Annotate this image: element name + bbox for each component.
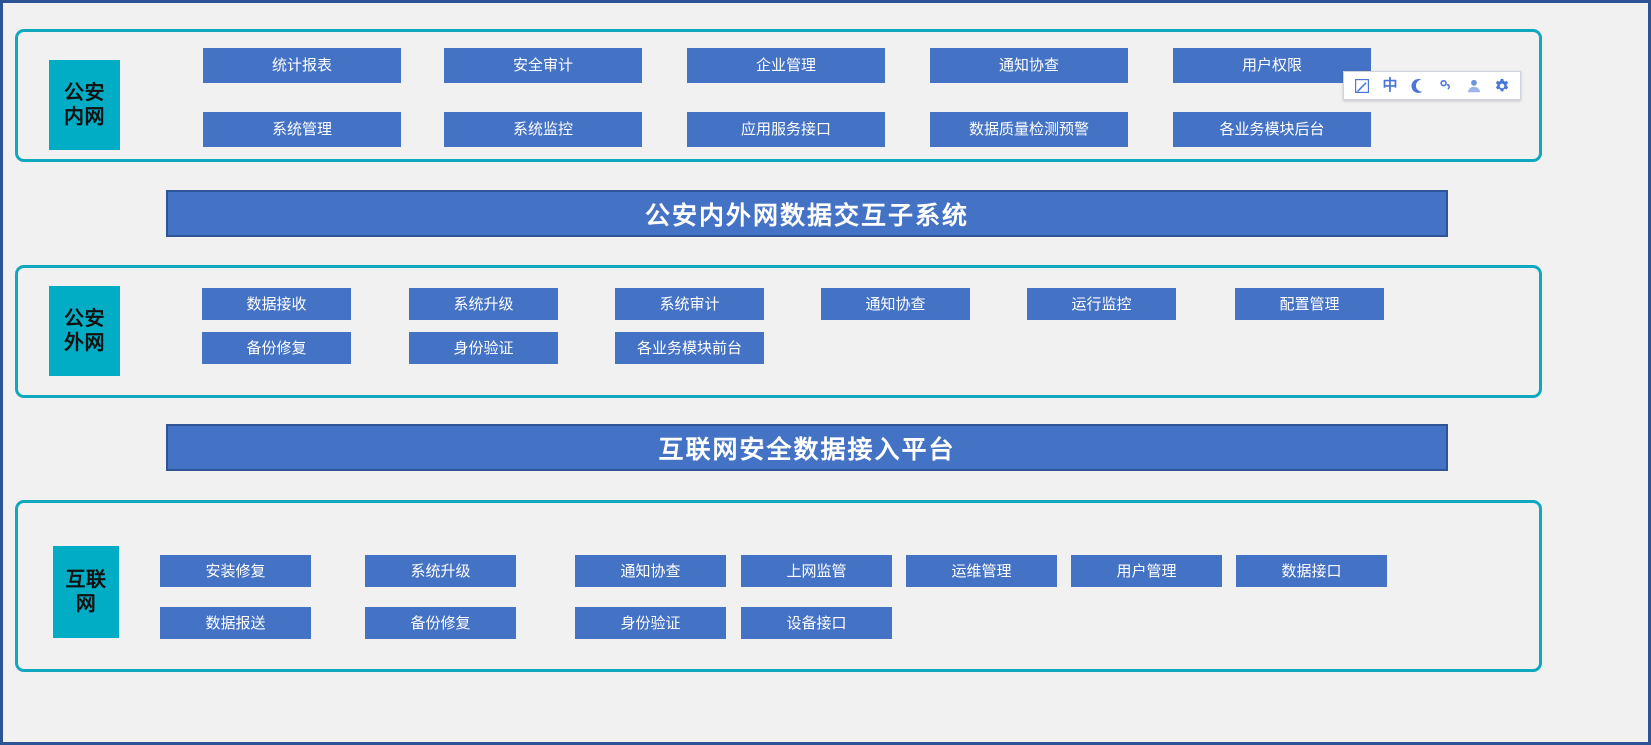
- module-button[interactable]: 身份验证: [575, 607, 726, 639]
- punctuation-icon[interactable]: [1437, 77, 1455, 95]
- half-width-moon-icon[interactable]: [1409, 77, 1427, 95]
- module-button[interactable]: 通知协查: [930, 48, 1128, 83]
- module-button[interactable]: 备份修复: [202, 332, 351, 364]
- settings-gear-icon[interactable]: [1493, 77, 1511, 95]
- ime-floating-toolbar[interactable]: 中: [1343, 71, 1521, 100]
- module-button[interactable]: 数据报送: [160, 607, 311, 639]
- module-button[interactable]: 通知协查: [575, 555, 726, 587]
- module-button[interactable]: 系统管理: [203, 112, 401, 147]
- network-label-line: 外网: [64, 330, 105, 354]
- network-label-internet: 互联 网: [53, 546, 119, 638]
- module-button[interactable]: 备份修复: [365, 607, 516, 639]
- module-button[interactable]: 数据接收: [202, 288, 351, 320]
- module-button[interactable]: 身份验证: [409, 332, 558, 364]
- network-label-line: 互联: [65, 567, 107, 592]
- module-button[interactable]: 通知协查: [821, 288, 970, 320]
- network-label-line: 内网: [64, 104, 105, 128]
- module-button[interactable]: 配置管理: [1235, 288, 1384, 320]
- module-button[interactable]: 系统升级: [365, 555, 516, 587]
- module-button[interactable]: 上网监管: [741, 555, 892, 587]
- module-button[interactable]: 用户管理: [1071, 555, 1222, 587]
- module-button[interactable]: 企业管理: [687, 48, 885, 83]
- module-button[interactable]: 设备接口: [741, 607, 892, 639]
- handwriting-pen-icon[interactable]: [1353, 77, 1371, 95]
- module-button[interactable]: 数据接口: [1236, 555, 1387, 587]
- module-button[interactable]: 统计报表: [203, 48, 401, 83]
- module-button[interactable]: 系统升级: [409, 288, 558, 320]
- module-button[interactable]: 用户权限: [1173, 48, 1371, 83]
- platform-band-exchange-subsystem: 公安内外网数据交互子系统: [166, 190, 1448, 237]
- network-label-police-intranet: 公安 内网: [49, 60, 120, 150]
- user-profile-icon[interactable]: [1465, 77, 1483, 95]
- network-label-line: 公安: [64, 80, 105, 105]
- platform-band-internet-security-platform: 互联网安全数据接入平台: [166, 424, 1448, 471]
- module-button[interactable]: 数据质量检测预警: [930, 112, 1128, 147]
- module-button[interactable]: 系统监控: [444, 112, 642, 147]
- module-button[interactable]: 系统审计: [615, 288, 764, 320]
- network-label-line: 公安: [64, 306, 105, 331]
- network-label-police-extranet: 公安 外网: [49, 286, 120, 376]
- network-label-line: 网: [75, 591, 97, 615]
- module-button[interactable]: 安全审计: [444, 48, 642, 83]
- module-button[interactable]: 运维管理: [906, 555, 1057, 587]
- module-button[interactable]: 各业务模块前台: [615, 332, 764, 364]
- module-button[interactable]: 各业务模块后台: [1173, 112, 1371, 147]
- chinese-mode-icon[interactable]: 中: [1382, 76, 1398, 94]
- module-button[interactable]: 安装修复: [160, 555, 311, 587]
- zone-police-extranet: [15, 265, 1542, 398]
- module-button[interactable]: 应用服务接口: [687, 112, 885, 147]
- module-button[interactable]: 运行监控: [1027, 288, 1176, 320]
